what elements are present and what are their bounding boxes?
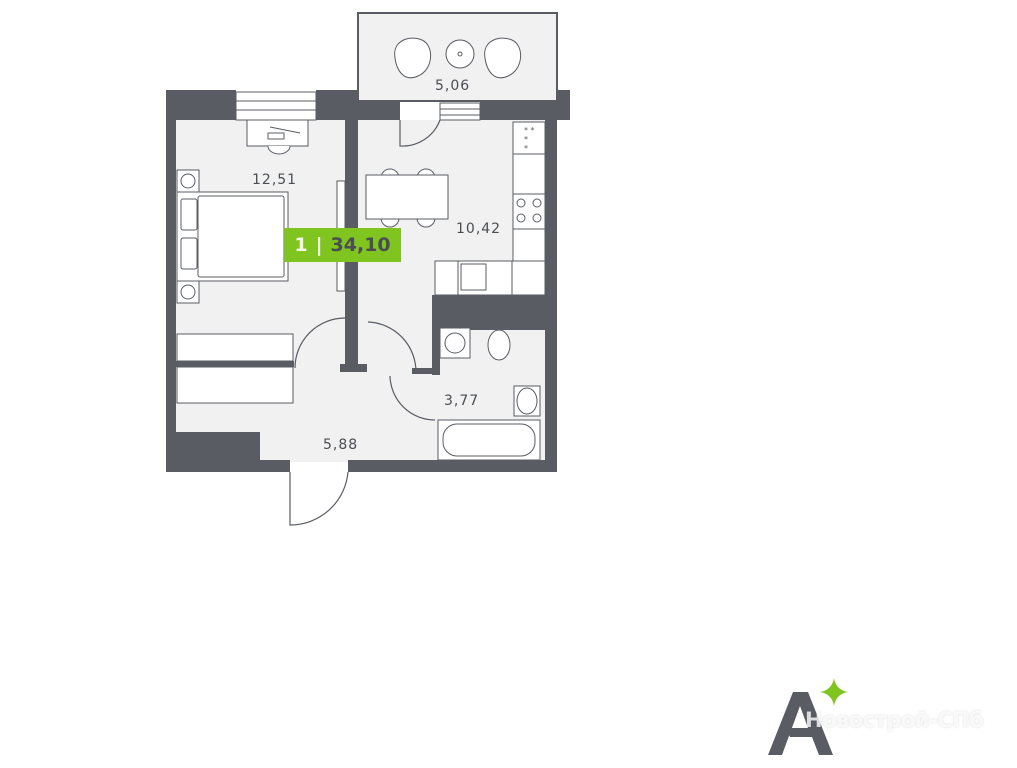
watermark: Новострой-СПб: [805, 708, 984, 732]
room-area-hall: 5,88: [323, 437, 358, 453]
furniture: [176, 37, 546, 461]
apartment-summary-badge: 1 | 34,10: [284, 228, 401, 262]
windows: [235, 91, 481, 121]
doors: [289, 119, 441, 526]
total-area: 34,10: [330, 234, 391, 256]
walls: [166, 90, 570, 472]
brand-logo: [768, 678, 848, 755]
room-area-balcony: 5,06: [435, 78, 470, 94]
room-area-bathroom: 3,77: [444, 393, 479, 409]
svg-text:*: *: [524, 135, 528, 144]
room-area-bedroom: 12,51: [252, 172, 297, 188]
badge-separator: |: [315, 234, 323, 256]
svg-text:* *: * *: [524, 126, 535, 135]
room-area-kitchen: 10,42: [456, 221, 501, 237]
stove-icons: * ***: [524, 126, 535, 153]
rooms-count: 1: [294, 234, 308, 256]
svg-text:*: *: [524, 144, 528, 153]
